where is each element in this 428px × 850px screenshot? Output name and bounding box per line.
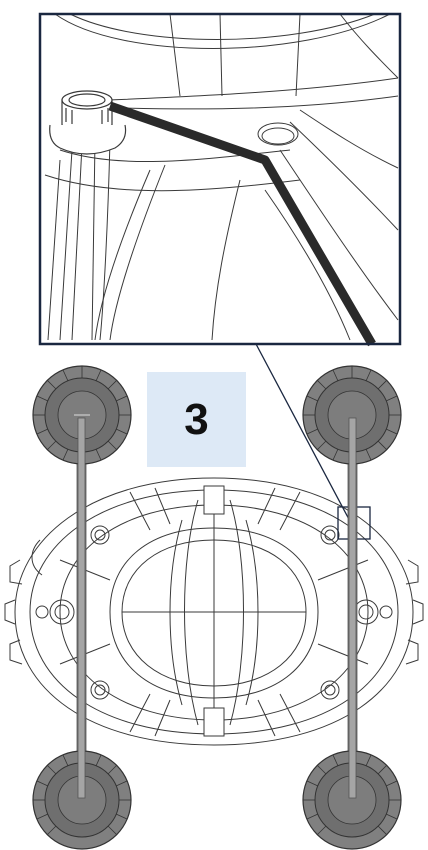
wheel-icon [32,365,132,465]
wheel-icon [302,365,402,465]
pool-cleaner-body [4,477,424,746]
detail-frame [38,12,402,346]
axle-shafts [77,417,357,799]
detail-cord [108,101,376,347]
detail-view [38,12,402,347]
step-number: 3 [184,394,209,444]
callout-leader-line [255,343,353,526]
step-number-badge: 3 [147,372,246,467]
filler-cap [49,90,127,155]
